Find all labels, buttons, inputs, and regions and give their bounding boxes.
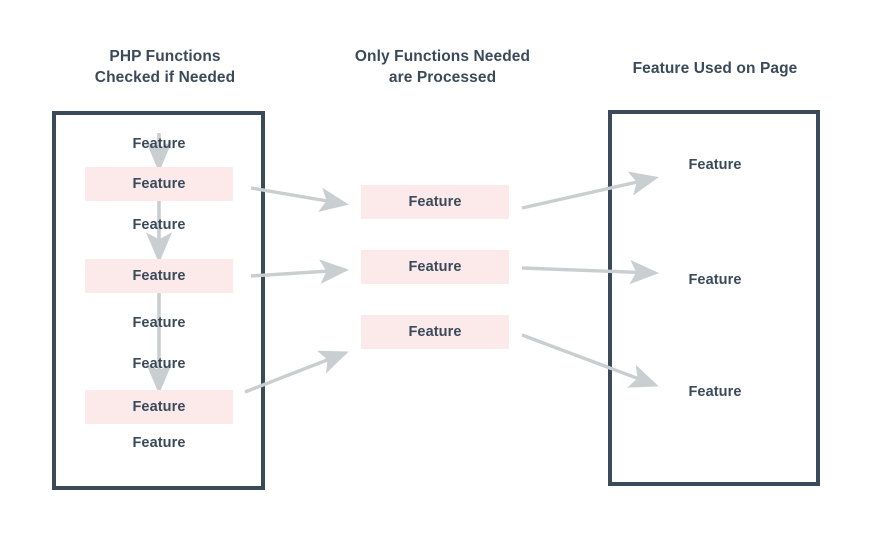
- left-feature-4[interactable]: Feature: [85, 259, 233, 293]
- left-feature-8[interactable]: Feature: [132, 435, 186, 451]
- middle-feature-2[interactable]: Feature: [361, 250, 509, 284]
- left-feature-3[interactable]: Feature: [132, 217, 186, 233]
- right-feature-1[interactable]: Feature: [688, 157, 742, 173]
- left-feature-6[interactable]: Feature: [132, 356, 186, 372]
- left-feature-7[interactable]: Feature: [85, 390, 233, 424]
- middle-feature-3[interactable]: Feature: [361, 315, 509, 349]
- middle-feature-1[interactable]: Feature: [361, 185, 509, 219]
- left-feature-2[interactable]: Feature: [85, 167, 233, 201]
- left-feature-5[interactable]: Feature: [132, 315, 186, 331]
- column-heading-left: PHP Functions Checked if Needed: [94, 48, 236, 86]
- right-feature-3[interactable]: Feature: [688, 384, 742, 400]
- right-feature-2[interactable]: Feature: [688, 272, 742, 288]
- column-heading-middle: Only Functions Needed are Processed: [354, 48, 531, 86]
- left-feature-1[interactable]: Feature: [132, 136, 186, 152]
- column-heading-right: Feature Used on Page: [632, 60, 798, 77]
